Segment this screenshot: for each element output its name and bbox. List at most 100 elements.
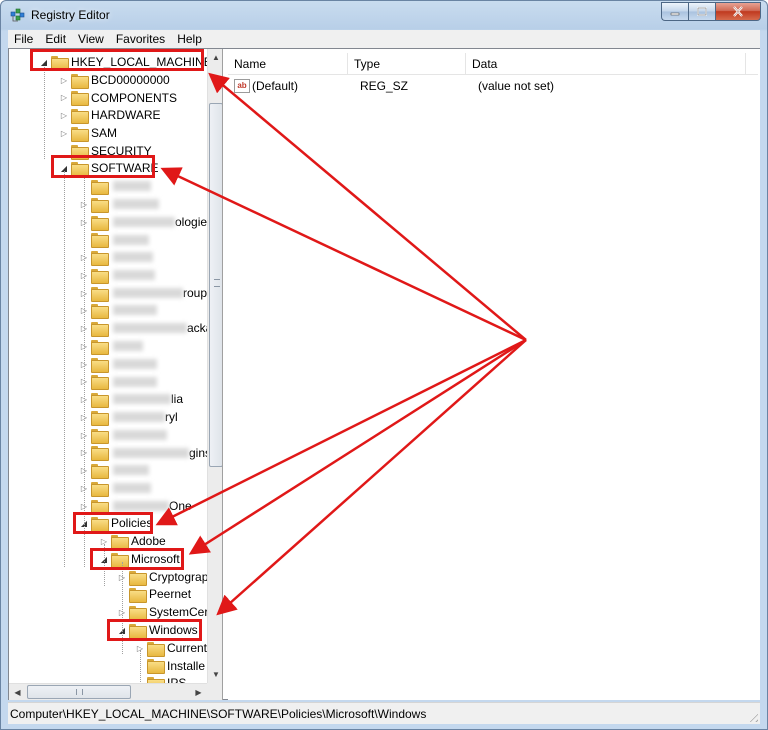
close-icon	[733, 6, 743, 17]
scroll-thumb-horizontal[interactable]	[27, 685, 131, 699]
scroll-left-icon[interactable]: ◀	[14, 687, 21, 697]
tree-item[interactable]: ▷Adobe	[99, 532, 166, 550]
redacted-label	[113, 341, 143, 351]
folder-icon	[147, 641, 165, 657]
tree-horizontal-scrollbar[interactable]: ◀ ▶	[9, 683, 207, 700]
expand-arrow-icon[interactable]: ▷	[136, 643, 144, 653]
tree-item[interactable]: ▷ologies	[79, 213, 213, 231]
registry-tree[interactable]: ◢HKEY_LOCAL_MACHINE▷BCD00000000▷COMPONEN…	[9, 49, 223, 700]
column-header-name[interactable]: Name	[228, 53, 348, 75]
tree-item[interactable]: ▷	[79, 337, 143, 355]
tree-item[interactable]: ▷	[79, 248, 153, 266]
values-list[interactable]: Name Type Data ab (Default) REG_SZ (valu…	[228, 49, 760, 700]
collapse-arrow-icon[interactable]: ◢	[60, 163, 68, 173]
tree-item[interactable]: ▷	[79, 195, 159, 213]
string-value-icon: ab	[234, 79, 250, 93]
tree-item[interactable]: ▷roup	[79, 284, 207, 302]
tree-item[interactable]: ▷SystemCer	[117, 603, 208, 621]
redacted-label	[113, 447, 189, 458]
tree-item-label: One	[169, 499, 192, 513]
collapse-arrow-icon[interactable]: ◢	[40, 57, 48, 67]
folder-icon	[91, 303, 109, 319]
tree-item[interactable]: ▷Current	[135, 639, 207, 657]
tree-item[interactable]: ▷ackard	[79, 319, 222, 337]
folder-icon	[91, 286, 109, 302]
tree-guide-line	[140, 650, 141, 690]
tree-item[interactable]: ▷COMPONENTS	[59, 89, 177, 107]
redacted-label	[113, 199, 159, 209]
tree-item[interactable]	[79, 231, 149, 249]
tree-item[interactable]: ▷BCD00000000	[59, 71, 170, 89]
expand-arrow-icon[interactable]: ▷	[60, 93, 68, 102]
tree-item-label: Cryptograp	[149, 570, 209, 584]
folder-icon	[91, 215, 109, 231]
expand-arrow-icon[interactable]: ▷	[60, 75, 68, 85]
redacted-label	[113, 252, 153, 262]
tree-item[interactable]: ▷	[79, 266, 155, 284]
column-header-data[interactable]: Data	[466, 53, 746, 75]
value-name: (Default)	[252, 79, 299, 93]
menu-view[interactable]: View	[78, 32, 104, 46]
tree-guide-line	[104, 544, 105, 586]
menu-file[interactable]: File	[14, 32, 34, 46]
tree-item[interactable]: Peernet	[117, 585, 191, 603]
redacted-label	[113, 323, 187, 333]
tree-item-label: Microsoft	[131, 552, 180, 566]
close-button[interactable]	[715, 2, 761, 21]
tree-item[interactable]: ▷One	[79, 497, 192, 515]
menu-help[interactable]: Help	[177, 32, 202, 46]
minimize-button[interactable]	[661, 2, 688, 21]
tree-item[interactable]: ◢SOFTWARE	[59, 159, 159, 177]
resize-grip-icon[interactable]	[746, 710, 758, 722]
title-bar[interactable]: Registry Editor	[1, 1, 767, 29]
tree-vertical-scrollbar[interactable]: ▲ ▼	[207, 49, 222, 683]
tree-item[interactable]: SECURITY	[59, 142, 152, 160]
scroll-right-icon[interactable]: ▶	[195, 687, 202, 697]
expand-arrow-icon[interactable]: ▷	[60, 110, 68, 120]
tree-item[interactable]: ▷	[79, 461, 149, 479]
tree-item[interactable]: ▷Cryptograp	[117, 568, 208, 586]
tree-item-label: HARDWARE	[91, 108, 161, 122]
scroll-down-icon[interactable]: ▼	[212, 670, 220, 679]
redacted-label	[113, 270, 155, 280]
tree-item-label: SystemCer	[149, 605, 209, 619]
folder-icon	[71, 144, 89, 160]
tree-item[interactable]: ▷ryl	[79, 408, 178, 426]
folder-icon	[91, 268, 109, 284]
tree-item[interactable]: ▷gins	[79, 444, 211, 462]
tree-item-label: Policies	[111, 516, 153, 530]
tree-item[interactable]: ▷	[79, 479, 151, 497]
scroll-up-icon[interactable]: ▲	[212, 53, 220, 62]
tree-item[interactable]: ◢HKEY_LOCAL_MACHINE	[39, 53, 212, 71]
minimize-icon	[670, 12, 680, 15]
expand-arrow-icon[interactable]: ▷	[60, 128, 68, 138]
maximize-button[interactable]	[688, 2, 715, 21]
tree-item[interactable]: ◢Windows	[117, 621, 198, 639]
folder-icon	[71, 91, 89, 106]
tree-item[interactable]: ▷SAM	[59, 124, 117, 142]
tree-item[interactable]: ▷	[79, 373, 157, 391]
folder-icon	[111, 534, 129, 550]
folder-icon	[91, 321, 109, 337]
tree-item[interactable]: ◢Policies	[79, 514, 152, 532]
tree-item[interactable]	[79, 177, 151, 195]
expand-arrow-icon[interactable]: ▷	[100, 536, 108, 546]
tree-item[interactable]: ◢Microsoft	[99, 550, 180, 568]
tree-item[interactable]: Installe	[135, 657, 205, 675]
status-bar: Computer\HKEY_LOCAL_MACHINE\SOFTWARE\Pol…	[8, 702, 760, 724]
menu-favorites[interactable]: Favorites	[115, 32, 166, 46]
tree-item[interactable]: ▷	[79, 355, 157, 373]
tree-item[interactable]: ▷lia	[79, 390, 183, 408]
window-controls	[661, 2, 761, 21]
column-header-type[interactable]: Type	[348, 53, 466, 75]
folder-icon	[91, 446, 109, 461]
menu-edit[interactable]: Edit	[45, 32, 67, 46]
grip-icon	[76, 689, 83, 695]
tree-item[interactable]: ▷	[79, 426, 167, 444]
tree-item[interactable]: ▷ HARDWARE	[59, 106, 161, 124]
scroll-thumb[interactable]	[209, 103, 222, 467]
redacted-label	[113, 288, 183, 298]
tree-item[interactable]: ▷	[79, 301, 157, 319]
value-row[interactable]: ab (Default) REG_SZ (value not set)	[228, 77, 672, 95]
scrollbar-corner	[207, 683, 222, 700]
